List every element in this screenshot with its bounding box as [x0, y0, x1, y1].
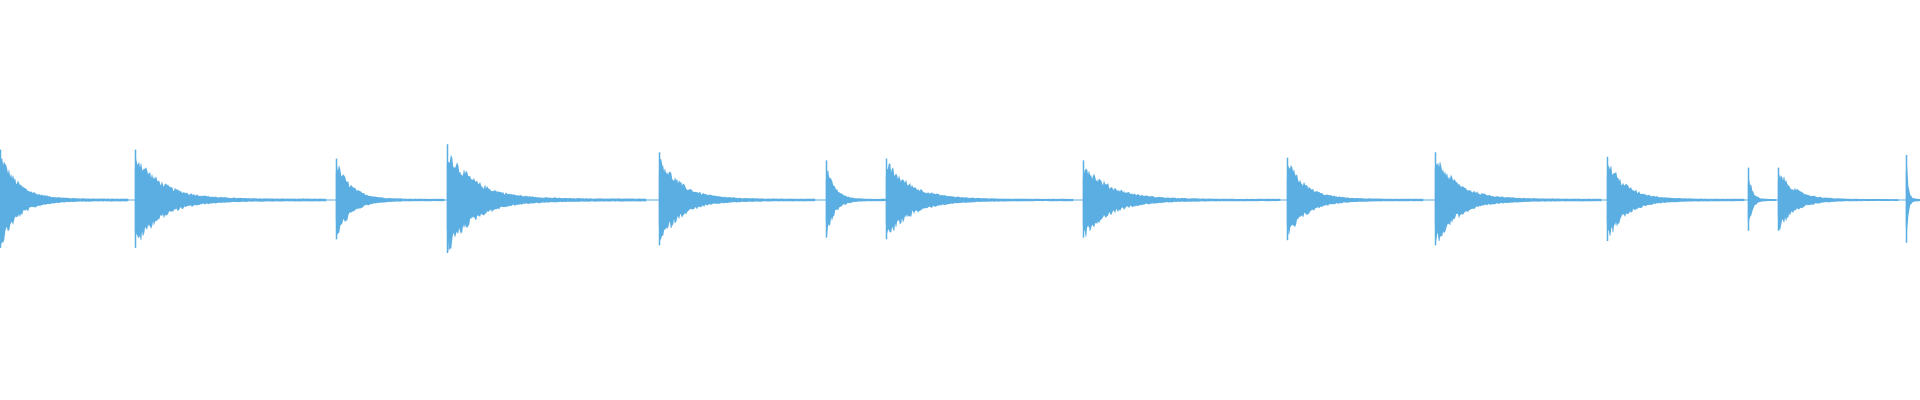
transient-10 [1434, 152, 1602, 246]
transient-envelope [1747, 179, 1777, 222]
transient-envelope [446, 154, 647, 251]
transient-12 [1747, 167, 1777, 231]
transient-9 [1286, 157, 1424, 241]
transient-envelope [1606, 165, 1745, 237]
transient-envelope [1905, 166, 1920, 231]
transient-1 [0, 149, 129, 248]
transient-envelope [658, 158, 816, 242]
transient-11 [1606, 156, 1745, 242]
transient-2 [134, 149, 327, 248]
transient-8 [1082, 160, 1281, 238]
transient-envelope [0, 158, 129, 245]
transient-envelope [1777, 174, 1899, 231]
transient-envelope [1082, 168, 1281, 237]
transient-4 [446, 144, 647, 254]
transient-14 [1905, 155, 1920, 243]
transient-envelope [134, 158, 327, 241]
transient-envelope [825, 169, 887, 235]
transient-envelope [1286, 165, 1424, 235]
transient-3 [335, 158, 445, 240]
transient-7 [885, 158, 1074, 240]
transient-envelope [885, 163, 1074, 234]
transient-envelope [335, 165, 445, 236]
transient-envelope [1434, 162, 1602, 242]
transient-5 [658, 152, 816, 246]
transient-6 [825, 160, 887, 238]
transient-13 [1777, 167, 1899, 231]
